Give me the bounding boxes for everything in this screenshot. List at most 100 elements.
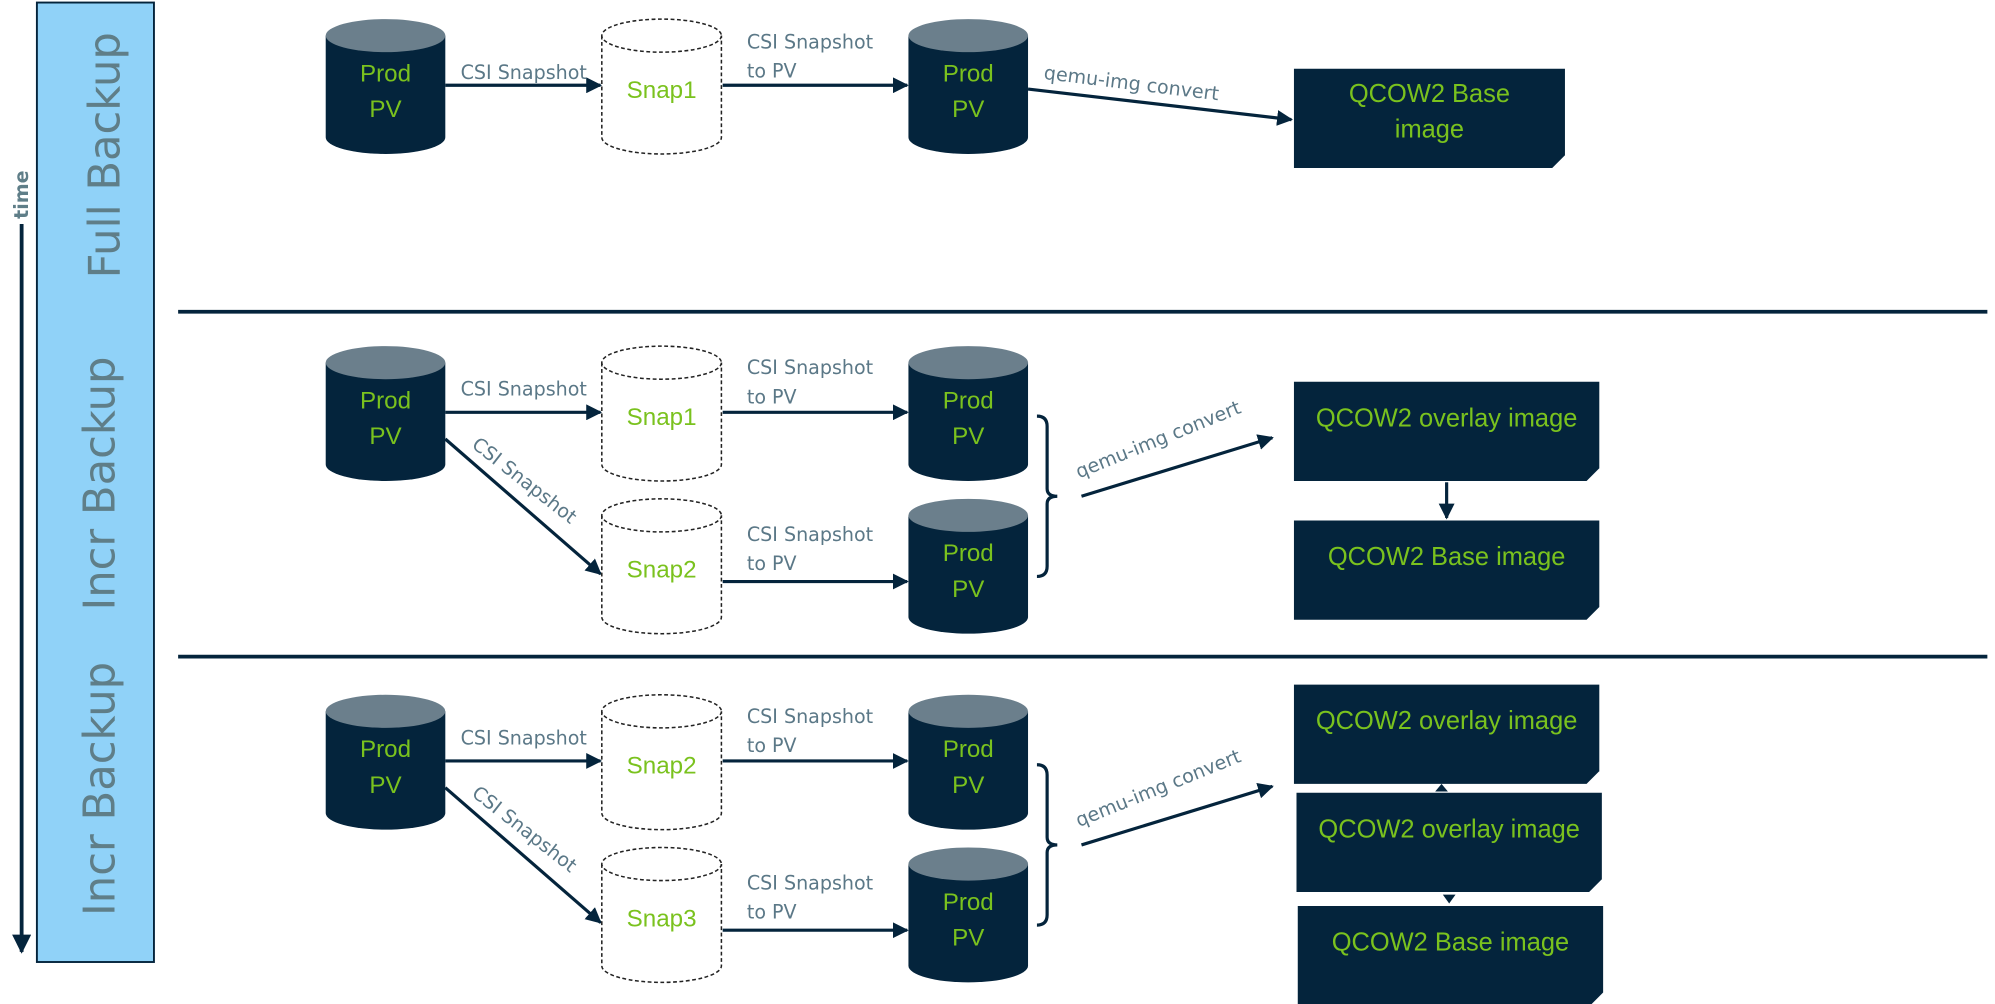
cylinder-top xyxy=(601,694,723,729)
node-label: Snap3 xyxy=(627,905,697,932)
snapshot-to-pv-label: to PV xyxy=(747,735,797,757)
node-label: PV xyxy=(952,423,984,450)
node-label: PV xyxy=(369,423,401,450)
csi-snapshot-label: CSI Snapshot xyxy=(461,62,588,84)
image-box-shape xyxy=(1293,68,1565,168)
qcow2-base-image-box: QCOW2 Base image xyxy=(1293,68,1565,168)
qemu-img-convert-arrow xyxy=(1081,434,1274,498)
node-label: Prod xyxy=(943,387,994,414)
csi-snapshot-diagonal-arrow xyxy=(444,437,602,576)
backing-chain-arrow xyxy=(1442,894,1456,904)
node-label: Snap1 xyxy=(627,77,697,104)
cylinder-body xyxy=(908,515,1029,634)
snapshot-to-pv-label: CSI Snapshot xyxy=(747,872,874,894)
node-label: Prod xyxy=(943,60,994,87)
qemu-img-convert-label: qemu-img convert xyxy=(1073,397,1245,484)
cylinder-body xyxy=(908,711,1029,830)
qcow2-base-image-box: QCOW2 Base image xyxy=(1293,520,1600,620)
phase-label-full: Full Backup xyxy=(81,32,131,278)
cylinder-top xyxy=(325,694,446,728)
node-label: PV xyxy=(952,96,984,123)
node-label: PV xyxy=(952,576,984,603)
image-box-label: QCOW2 Base image xyxy=(1332,929,1569,957)
image-box-label: QCOW2 overlay image xyxy=(1316,404,1578,432)
snapshot-node: Snap2 xyxy=(601,694,723,831)
image-box-shape xyxy=(1293,520,1600,620)
node-label: Prod xyxy=(943,540,994,567)
node-label: Prod xyxy=(360,60,411,87)
snapshot-to-pv-label: CSI Snapshot xyxy=(747,524,874,546)
snapshot-to-pv-label: CSI Snapshot xyxy=(747,31,874,53)
cylinder-body xyxy=(908,864,1029,983)
cylinder-top xyxy=(908,847,1029,881)
node-label: Snap2 xyxy=(627,557,697,584)
csi-snapshot-diagonal-label: CSI Snapshot xyxy=(468,433,581,528)
cylinder-top xyxy=(601,345,723,380)
snapshot-to-pv-label: to PV xyxy=(747,386,797,408)
snapshot-to-pv-label: to PV xyxy=(747,61,797,83)
snapshot-to-pv-label: to PV xyxy=(747,553,797,575)
csi-snapshot-label: CSI Snapshot xyxy=(461,727,588,749)
image-box-label: image xyxy=(1395,115,1464,143)
cylinder-top xyxy=(325,19,446,53)
image-box-label: QCOW2 overlay image xyxy=(1316,707,1578,735)
snapshot-node: Snap1 xyxy=(601,18,723,155)
snapshot-to-pv-label: to PV xyxy=(747,902,797,924)
qemu-img-convert-arrow xyxy=(1081,782,1274,847)
cylinder-top xyxy=(601,498,723,533)
node-label: PV xyxy=(369,96,401,123)
image-box-label: QCOW2 Base image xyxy=(1328,543,1565,571)
image-box-shape xyxy=(1293,381,1600,482)
csi-snapshot-label: CSI Snapshot xyxy=(461,379,588,401)
cylinder-top xyxy=(601,846,723,882)
cylinder-body xyxy=(325,35,446,154)
cylinder-body xyxy=(601,362,723,482)
cylinder-body xyxy=(908,362,1029,481)
node-label: Prod xyxy=(360,736,411,763)
snapshot-to-pv-label: CSI Snapshot xyxy=(747,357,874,379)
snapshot-node: Snap3 xyxy=(601,846,723,984)
qemu-img-convert-label: qemu-img convert xyxy=(1073,745,1245,832)
snapshot-node: Snap2 xyxy=(601,498,723,635)
snapshot-to-pv-label: CSI Snapshot xyxy=(747,706,874,728)
phase-label-incr-2: Incr Backup xyxy=(76,662,126,916)
qemu-img-convert-arrow xyxy=(1027,87,1293,126)
cylinder-body xyxy=(601,711,723,831)
node-label: Prod xyxy=(360,387,411,414)
time-axis-label: time xyxy=(11,170,33,219)
node-label: PV xyxy=(369,772,401,799)
cylinder-body xyxy=(601,515,723,635)
cylinder-top xyxy=(908,498,1029,532)
node-label: PV xyxy=(952,924,984,951)
cylinder-body xyxy=(601,35,723,155)
image-box-shape xyxy=(1296,792,1602,893)
image-box-label: QCOW2 Base xyxy=(1349,80,1510,108)
phase-label-incr-1: Incr Backup xyxy=(76,357,126,611)
image-box-label: QCOW2 overlay image xyxy=(1318,815,1580,843)
qcow2-overlay-image-box: QCOW2 overlay image xyxy=(1296,792,1602,893)
csi-snapshot-diagonal-label: CSI Snapshot xyxy=(468,782,581,877)
node-label: PV xyxy=(952,772,984,799)
cylinder-top xyxy=(908,19,1029,53)
node-label: Snap1 xyxy=(627,404,697,431)
restored-pv-brace xyxy=(1036,763,1058,927)
cylinder-body xyxy=(601,864,723,984)
cylinder-body xyxy=(325,711,446,830)
image-box-shape xyxy=(1293,684,1600,784)
snapshot-node: Snap1 xyxy=(601,345,723,482)
image-box-shape xyxy=(1297,906,1604,1004)
cylinder-top xyxy=(908,346,1029,380)
cylinder-top xyxy=(325,346,446,380)
cylinder-top xyxy=(908,694,1029,728)
node-label: Snap2 xyxy=(627,753,697,780)
cylinder-top xyxy=(601,18,723,53)
